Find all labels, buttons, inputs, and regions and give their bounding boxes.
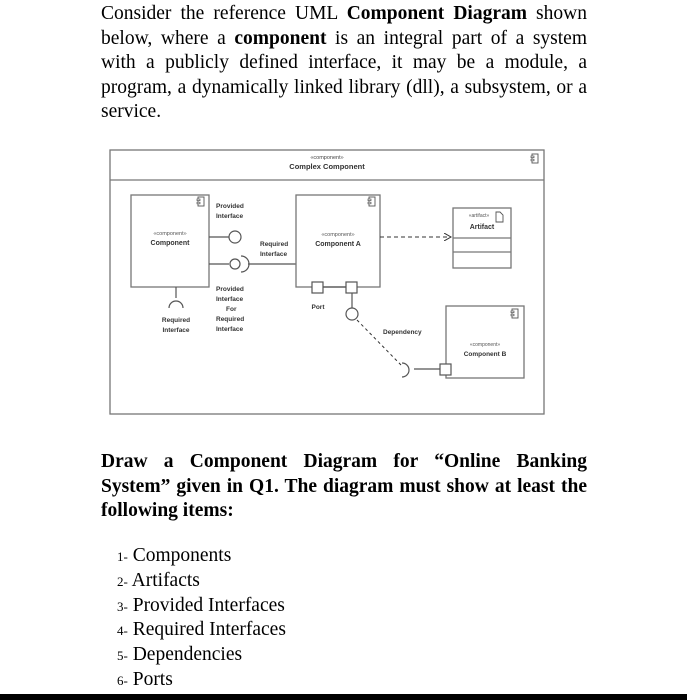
document-icon [495,211,504,223]
question-text: Draw a Component Diagram for “Online Ban… [101,451,587,521]
provided-interface-label-2: Interface [216,213,243,220]
list-item: 4- Required Interfaces [117,618,286,643]
list-item-number: 1- [117,549,128,564]
provided-interface-label-1: Provided [216,203,244,210]
provided-for-required-3: For [226,306,237,313]
list-item-number: 5- [117,648,128,664]
assembly-ball [229,258,241,270]
uml-component-diagram: «component» Complex Component «component… [109,149,545,415]
component-b-label: Component B [464,351,507,358]
list-item-label: Provided Interfaces [132,594,285,616]
list-item: 6- Ports [117,668,286,693]
dependency-line [356,319,402,366]
list-item-label: Artifacts [131,569,200,591]
intro-term-component: component [234,27,327,49]
left-required-label-1: Required [162,317,190,324]
list-item-number: 4- [117,623,128,639]
provided-for-required-5: Interface [216,326,243,333]
list-item-number: 6- [117,672,128,688]
complex-component-title: Complex Component [289,162,365,171]
intro-text-2: shown below, where a [101,3,587,49]
left-required-label-2: Interface [162,327,189,334]
required-interface-label-2: Interface [260,251,287,258]
provided-for-required-4: Required [216,316,244,323]
component-b-box [445,305,525,379]
list-item: 3- Provided Interfaces [117,594,286,619]
left-required-socket [168,300,184,309]
component-a-box [295,194,381,288]
component-stereotype: «component» [153,231,186,237]
list-item-label: Dependencies [132,644,243,666]
intro-text-1: Consider the reference UML [101,3,347,24]
component-b-port [439,363,452,376]
list-item-label: Required Interfaces [132,619,286,641]
component-a-stereotype: «component» [321,232,354,238]
bottom-border [0,694,687,700]
list-item: 5- Dependencies [117,643,286,668]
dependency-label: Dependency [383,329,422,336]
intro-term-component-diagram: Component Diagram [346,3,527,24]
component-icon [510,308,519,319]
list-item-number: 2- [117,573,128,589]
port-right [345,281,358,294]
required-interface-label-1: Required [260,241,288,248]
complex-component-stereotype: «component» [310,155,343,161]
component-icon [367,196,376,207]
list-item-label: Ports [132,668,173,690]
component-b-stereotype: «component» [470,342,501,348]
port-label: Port [312,304,326,311]
intro-text-3: is an integral part of a system with a p… [101,27,587,123]
intro-paragraph: Consider the reference UML Component Dia… [101,2,587,125]
component-icon [196,196,205,207]
list-item-label: Components [132,545,232,566]
list-item: 1- Components [117,544,286,569]
requirements-list: 1- Components 2- Artifacts 3- Provided I… [117,544,286,693]
component-box [130,194,210,288]
component-label: Component [151,240,191,247]
component-icon [530,153,539,164]
component-b-socket [401,362,410,378]
provided-for-required-1: Provided [216,286,244,293]
port-provided-ball [345,307,359,321]
provided-interface-ball [228,230,242,244]
provided-for-required-2: Interface [216,296,243,303]
port-left [311,281,324,294]
artifact-label: Artifact [470,224,495,231]
list-item-number: 3- [117,598,128,614]
artifact-stereotype: «artifact» [469,213,490,219]
list-item: 2- Artifacts [117,569,286,594]
component-a-label: Component A [315,241,361,248]
